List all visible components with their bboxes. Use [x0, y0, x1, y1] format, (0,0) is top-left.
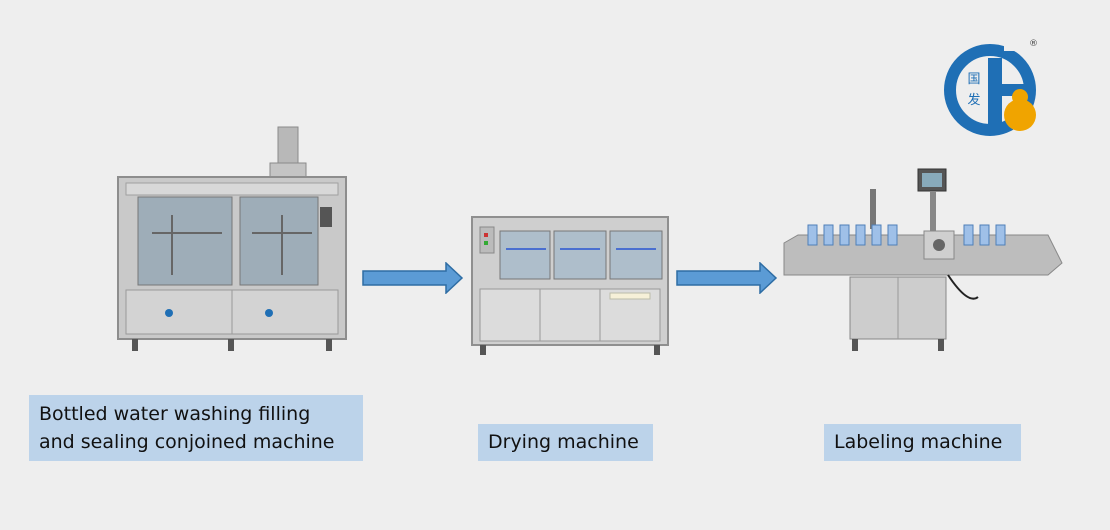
flow-arrow-2	[676, 262, 778, 294]
labeling-machine-image	[783, 168, 1063, 351]
stage-label-filling: Bottled water washing filling and sealin…	[29, 395, 363, 461]
stage-label-labeling-text: Labeling machine	[834, 431, 1003, 453]
stage-label-labeling: Labeling machine	[824, 424, 1021, 461]
logo-char-2: 发	[967, 92, 980, 108]
registered-mark: ®	[1029, 39, 1038, 49]
stage-label-drying: Drying machine	[478, 424, 653, 461]
stage-label-drying-text: Drying machine	[488, 431, 639, 453]
stage-label-filling-line2: and sealing conjoined machine	[39, 431, 335, 453]
stage-label-filling-line1: Bottled water washing filling	[39, 403, 311, 425]
filling-machine-image	[117, 126, 347, 351]
flow-arrow-1	[362, 262, 464, 294]
logo-char-1: 国	[967, 72, 980, 87]
company-logo: 国 发	[944, 44, 1044, 136]
drying-machine-image	[471, 216, 669, 355]
